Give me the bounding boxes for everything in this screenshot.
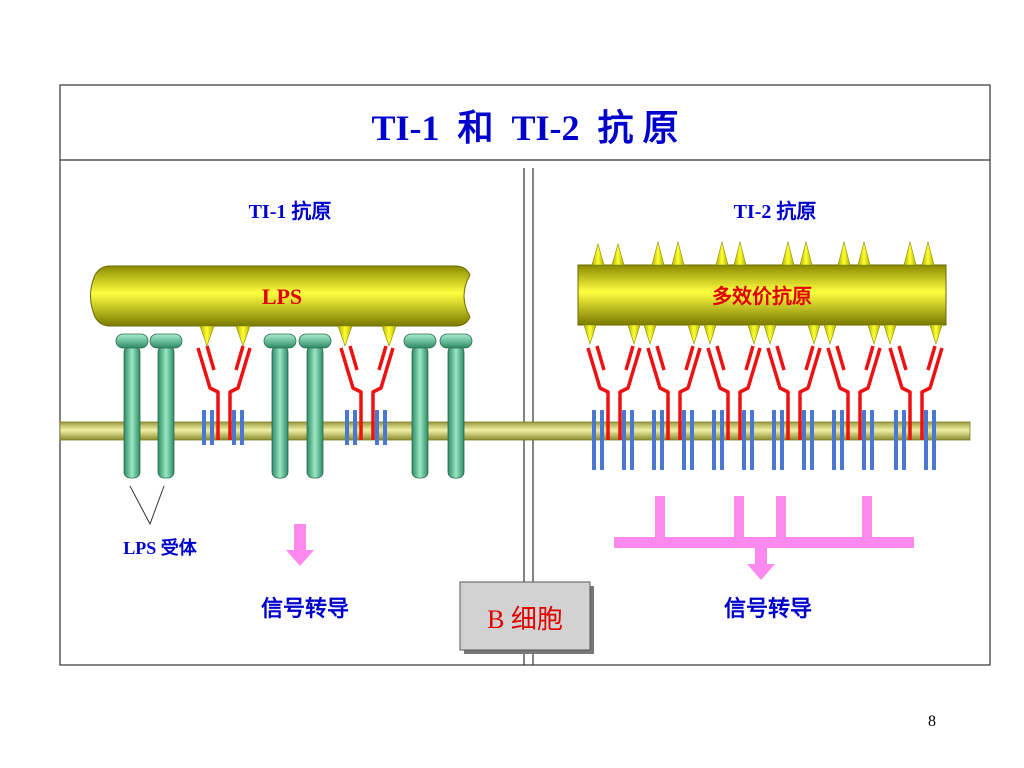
lps-receptor-5 <box>403 333 437 479</box>
outer-frame <box>59 84 991 666</box>
lps-receptor-3 <box>263 333 297 479</box>
bcr-left-2 <box>339 345 395 445</box>
b-cell-label: B 细胞 <box>487 605 563 634</box>
lps-receptor-6 <box>439 333 473 479</box>
lps-receptor-2 <box>149 333 183 479</box>
left-signal-label: 信号转导 <box>261 596 349 621</box>
lps-receptor-label: LPS 受体 <box>123 537 198 558</box>
right-signal-network <box>614 496 914 580</box>
slide-title: TI-1 和 TI-2 抗 原 <box>371 107 678 148</box>
bcr-right-3 <box>706 345 762 470</box>
bcr-right-1 <box>586 345 642 470</box>
polyvalent-bottom-spikes <box>583 324 943 345</box>
right-signal-label: 信号转导 <box>724 596 812 621</box>
receptor-pointer <box>129 485 165 526</box>
lps-receptor-4 <box>298 333 332 479</box>
left-signal-arrow <box>286 524 314 566</box>
polyvalent-antigen-label: 多效价抗原 <box>712 284 812 308</box>
bcr-right-6 <box>888 345 944 470</box>
left-panel-heading: TI-1 抗原 <box>249 199 332 223</box>
lps-antigen-bar <box>90 265 471 327</box>
page-number: 8 <box>928 713 936 730</box>
polyvalent-top-spikes <box>591 240 935 266</box>
lps-epitope-spikes <box>199 325 397 347</box>
polyvalent-antigen-bar <box>577 264 947 326</box>
right-panel-heading: TI-2 抗原 <box>734 199 817 223</box>
bcr-right-5 <box>826 345 882 470</box>
lps-antigen-label: LPS <box>262 284 302 309</box>
bcr-left-1 <box>196 345 252 445</box>
bcr-right-4 <box>766 345 822 470</box>
b-cell-box <box>459 581 594 654</box>
bcr-right-2 <box>646 345 702 470</box>
lps-receptor-1 <box>115 333 149 479</box>
